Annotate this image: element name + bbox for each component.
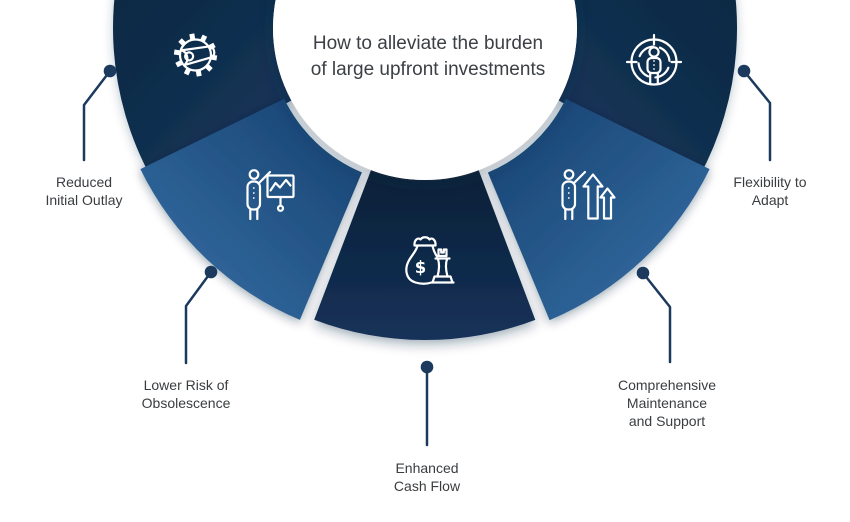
connector-flexibility-to-adapt (742, 69, 772, 162)
connector-dot-flexibility-to-adapt (737, 64, 751, 78)
center-circle (273, 0, 577, 180)
segment-label-enhanced-cash-flow: Enhanced Cash Flow (393, 460, 461, 494)
presenter-chart-icon (246, 169, 295, 221)
gear-wrench-icon (173, 33, 218, 77)
connector-lower-risk-of-obsolescence (184, 270, 213, 365)
person-growth-arrows-icon (561, 169, 616, 221)
segment-label-lower-risk-of-obsolescence: Lower Risk of Obsolescence (141, 377, 231, 411)
diagram-title: How to alleviate the burden of large upf… (310, 33, 546, 80)
connector-dot-enhanced-cash-flow (420, 360, 434, 374)
wedge-reduced-initial-outlay (113, 0, 292, 177)
segment-label-flexibility-to-adapt: Flexibility to Adapt (733, 174, 807, 208)
segment-label-comprehensive-maintenance-and-support: Comprehensive Maintenance and Support (617, 377, 717, 429)
segment-label-reduced-initial-outlay: Reduced Initial Outlay (45, 174, 123, 208)
connector-dot-reduced-initial-outlay (103, 64, 117, 78)
connector-dot-comprehensive-maintenance-and-support (636, 266, 650, 280)
wedge-enhanced-cash-flow (314, 170, 536, 341)
dollar-sign-glyph: $ (415, 258, 426, 277)
wedge-flexibility-to-adapt (558, 0, 737, 177)
connector-comprehensive-maintenance-and-support (641, 271, 672, 364)
person-target-icon (625, 33, 683, 86)
money-bag-chess-icon: $ (405, 236, 455, 285)
connector-dot-lower-risk-of-obsolescence (204, 265, 218, 279)
connector-reduced-initial-outlay (82, 69, 112, 162)
